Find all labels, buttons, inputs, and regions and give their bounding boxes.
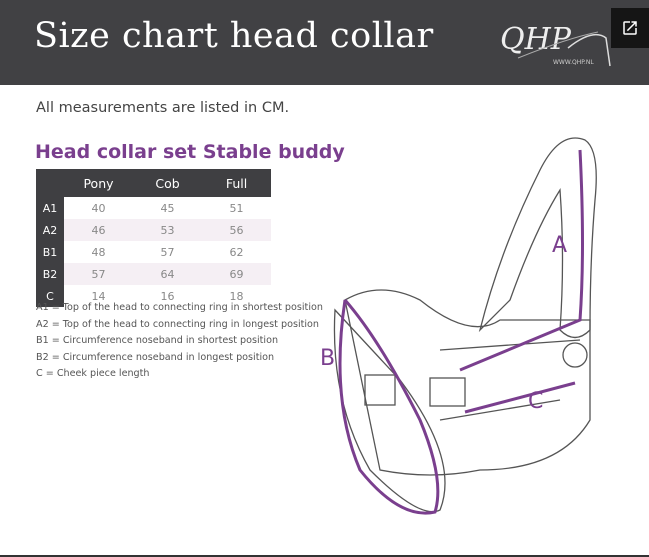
- cell: 14: [91, 289, 106, 303]
- cell: 51: [229, 201, 244, 215]
- col-header: Pony: [64, 169, 133, 197]
- cell: 46: [64, 219, 133, 241]
- halter-diagram: A B C: [320, 137, 597, 515]
- open-in-new-button[interactable]: [611, 8, 649, 48]
- logo-url: WWW.QHP.NL: [553, 59, 594, 66]
- table-row: A1 40 45 51: [36, 197, 271, 219]
- cell: 69: [202, 263, 271, 285]
- legend-item: C = Cheek piece length: [36, 368, 150, 379]
- label-a: A: [552, 233, 567, 258]
- label-c: C: [528, 389, 543, 414]
- row-label: B1: [36, 241, 64, 263]
- measure-line-b: [338, 299, 440, 515]
- legend: A1 = Top of the head to connecting ring …: [36, 300, 323, 383]
- open-in-new-icon: [623, 21, 637, 35]
- horse-logo-icon: [517, 31, 611, 67]
- page-title: Size chart head collar: [34, 16, 434, 56]
- cell: 62: [229, 245, 244, 259]
- measure-line-c: [464, 381, 576, 414]
- row-label: B2: [36, 263, 64, 285]
- cell: 53: [133, 219, 202, 241]
- cell: 64: [133, 263, 202, 285]
- row-label: C: [36, 285, 64, 307]
- legend-item: A2 = Top of the head to connecting ring …: [36, 318, 319, 330]
- col-header: Cob: [133, 169, 202, 197]
- cell: 18: [229, 289, 244, 303]
- bottom-border: [0, 555, 649, 557]
- table-row: C 14 16 18: [36, 285, 271, 307]
- product-title: Head collar set Stable buddy: [35, 141, 345, 163]
- cell: 56: [202, 219, 271, 241]
- legend-item: A1 = Top of the head to connecting ring …: [36, 302, 323, 313]
- cell: 16: [160, 289, 175, 303]
- header: Size chart head collar QHP WWW.QHP.NL: [0, 0, 649, 85]
- cell: 48: [91, 245, 106, 259]
- legend-item: B1 = Circumference noseband in shortest …: [36, 335, 279, 346]
- cell: 45: [160, 201, 175, 215]
- row-label: A1: [36, 197, 64, 219]
- label-b: B: [320, 346, 335, 371]
- measurement-note: All measurements are listed in CM.: [36, 100, 290, 116]
- col-header: Full: [202, 169, 271, 197]
- cell: 57: [160, 245, 175, 259]
- cell: 57: [64, 263, 133, 285]
- cell: 40: [91, 201, 106, 215]
- legend-item: B2 = Circumference noseband in longest p…: [36, 351, 275, 363]
- table-row: B1 48 57 62: [36, 241, 271, 263]
- measure-line-a: [459, 149, 584, 372]
- row-label: A2: [36, 219, 64, 241]
- corner-cell: [36, 169, 64, 197]
